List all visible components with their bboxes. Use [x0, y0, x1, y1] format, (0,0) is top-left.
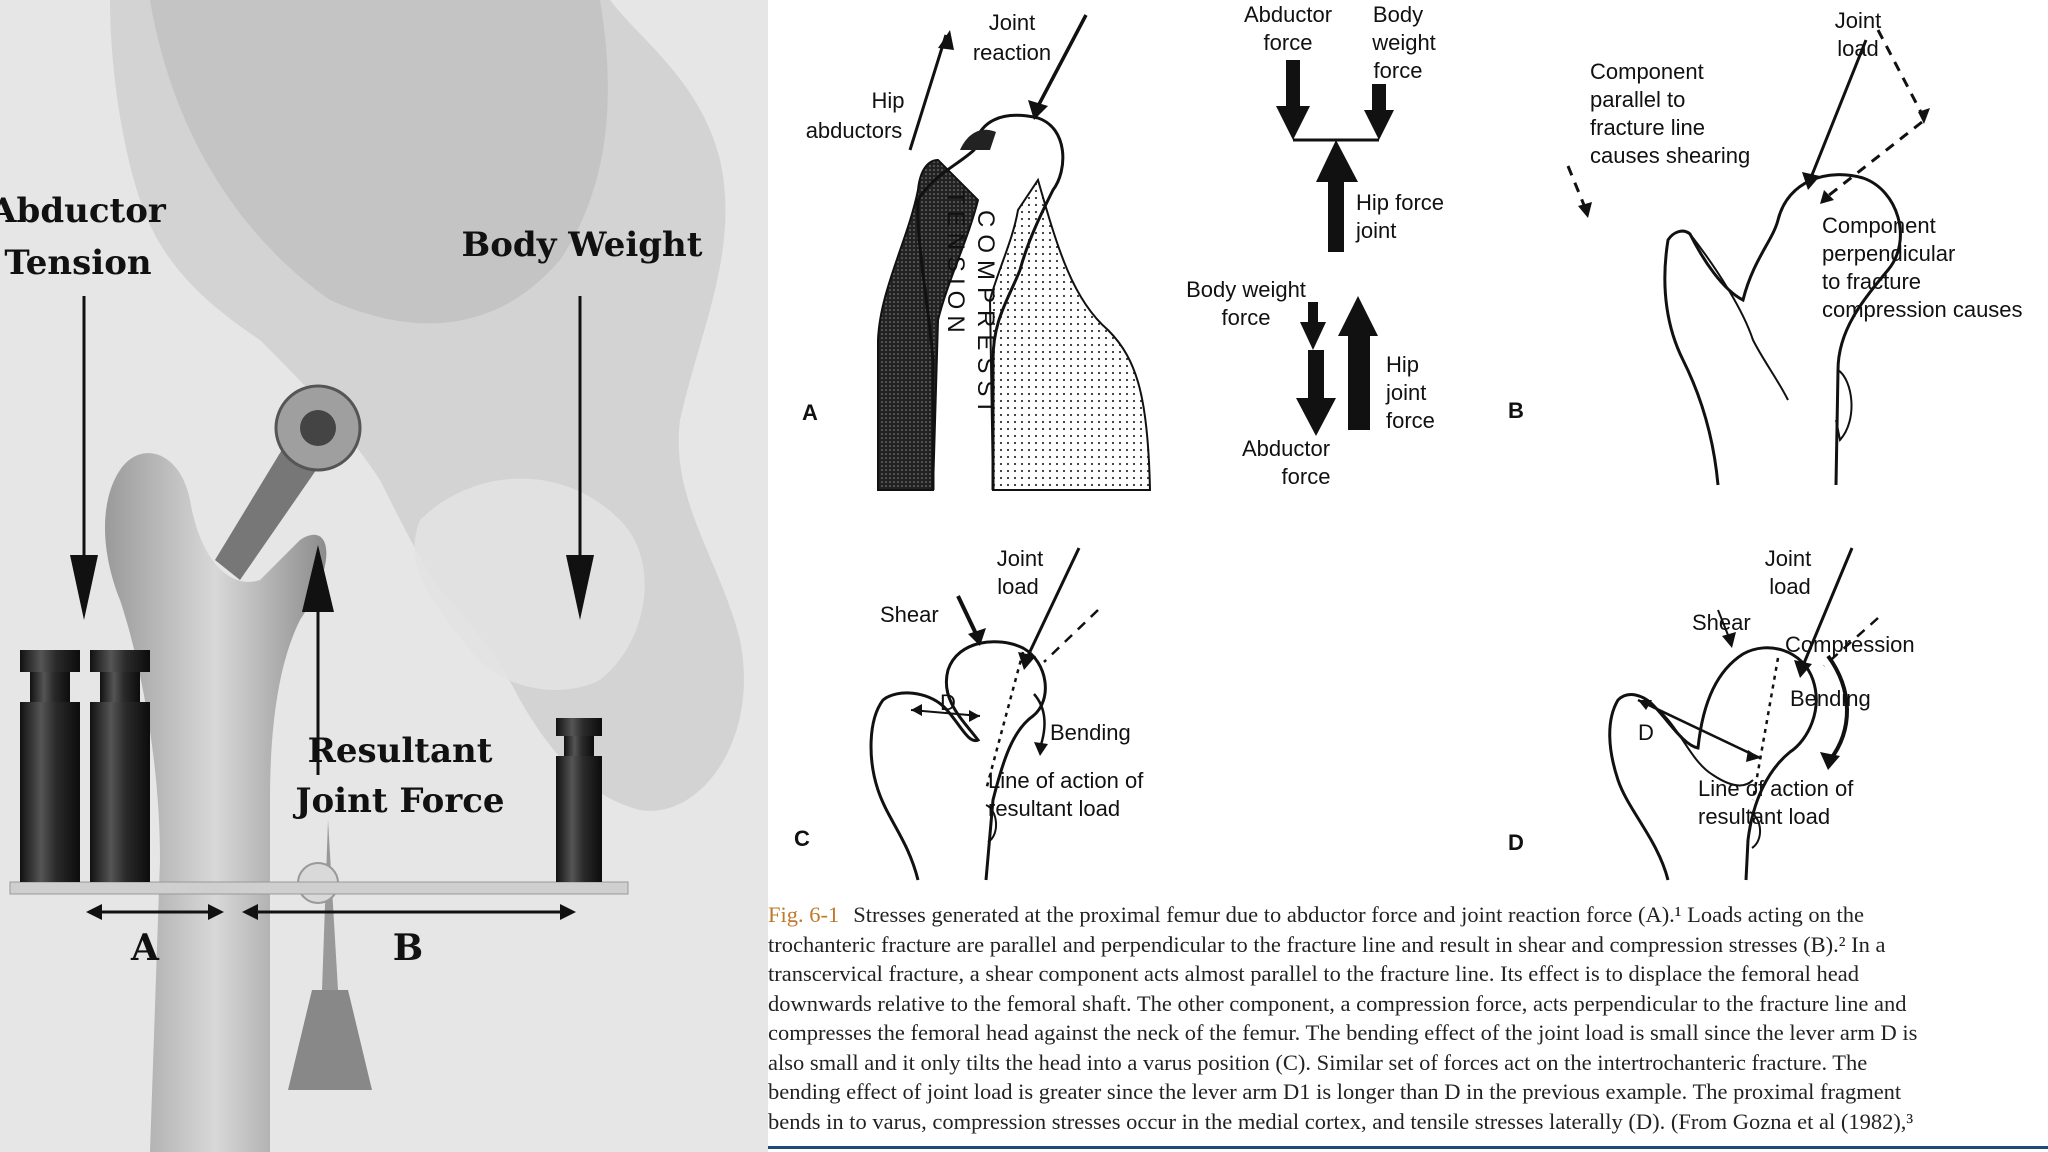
panel-d-joint-load-arrow	[1800, 547, 1854, 669]
figure-caption: Fig. 6-1 Stresses generated at the proxim…	[768, 900, 2048, 1150]
panel-c-bending-label: Bending	[1050, 720, 1131, 745]
abductor-force-2-label-1: Abductor	[1242, 436, 1330, 461]
abductor-force-2-label-2: force	[1282, 464, 1331, 489]
tension-text: TENSION	[942, 190, 969, 339]
body-weight-force-label-2: weight	[1371, 30, 1436, 55]
resultant-label-2: Joint Force	[292, 781, 504, 821]
hip-abductors-label-1: Hip	[871, 88, 904, 113]
panel-a-letter: A	[802, 400, 818, 425]
panel-b-joint-load-arrow	[1808, 39, 1868, 181]
lever-b-label: B	[393, 927, 423, 969]
panel-b-femur-outline	[1663, 173, 1902, 486]
panel-a-femur-outline	[916, 113, 1065, 490]
hip-joint-force-label-3: force	[1386, 408, 1435, 433]
hip-lever-diagram: Abductor Tension Body Weight Resultant J…	[0, 0, 768, 1152]
panel-b-joint-load-label-1: Joint	[1835, 8, 1881, 33]
caption-line-3: transcervical fracture, a shear componen…	[768, 961, 1859, 986]
body-weight-force-label-1: Body	[1373, 2, 1423, 27]
hip-joint-force-label-1: Hip	[1386, 352, 1419, 377]
panel-b: Joint load Component parallel to fractur…	[1508, 8, 2023, 486]
panel-c-line-of-action-label-1: Line of action of	[988, 768, 1144, 793]
caption-line-7: bending effect of joint load is greater …	[768, 1079, 1902, 1104]
panel-b-perpendicular-label-3: to fracture	[1822, 269, 1921, 294]
panel-c-line-of-action-label-2: resultant load	[988, 796, 1120, 821]
hip-force-joint-label-1: Hip force	[1356, 190, 1444, 215]
abductor-weights	[20, 650, 150, 882]
body-weight-force-label-3: force	[1374, 58, 1423, 83]
caption-line-1: Fig. 6-1 Stresses generated at the proxim…	[768, 900, 2048, 930]
caption-text-1: Stresses generated at the proximal femur…	[853, 902, 1865, 927]
hip-abductors-arrow	[908, 34, 948, 151]
femur-shape	[105, 453, 327, 1152]
panel-c-joint-load-arrow	[1024, 547, 1081, 661]
joint-reaction-arrow	[1034, 14, 1088, 111]
panel-b-perpendicular-label-1: Component	[1822, 213, 1936, 238]
panel-d-joint-load-label-2: load	[1769, 574, 1811, 599]
panel-d-letter: D	[1508, 830, 1524, 855]
figure-label: Fig. 6-1	[768, 902, 840, 927]
panel-b-parallel-label-3: fracture line	[1590, 115, 1705, 140]
joint-reaction-label-2: reaction	[973, 40, 1051, 65]
caption-rule	[768, 1146, 2048, 1149]
panel-d-joint-load-label-1: Joint	[1765, 546, 1811, 571]
caption-line-2: trochanteric fracture are parallel and p…	[768, 931, 1886, 957]
lever-a-label: A	[130, 927, 160, 969]
panel-d-compression-label: Compression	[1785, 632, 1915, 657]
panel-d-bending-label: Bending	[1790, 686, 1871, 711]
joint-reaction-label-1: Joint	[989, 10, 1035, 35]
panel-c: Joint load Shear D Bending Line of actio…	[794, 546, 1144, 881]
panel-d: Joint load Shear Compression Bending D L…	[1508, 546, 1915, 881]
fulcrum-base	[288, 990, 372, 1090]
panel-b-perpendicular-label-4: compression causes	[1822, 297, 2023, 322]
panel-d-line-of-action-label-2: resultant load	[1698, 804, 1830, 829]
body-weight-force-2-label-2: force	[1222, 305, 1271, 330]
caption-line-4: downwards relative to the femoral shaft.…	[768, 990, 1907, 1016]
compression-text: COMPRESSI	[972, 210, 999, 417]
panel-b-parallel-label-1: Component	[1590, 59, 1704, 84]
stress-diagrams-svg: Joint reaction Hip abductors TENSION COM…	[794, 2, 2023, 881]
panel-c-joint-load-label-1: Joint	[997, 546, 1043, 571]
caption-line-8: bends in to varus, compression stresses …	[768, 1108, 1914, 1134]
abductor-force-label-1: Abductor	[1244, 2, 1332, 27]
caption-line-6: also small and it only tilts the head in…	[768, 1049, 1868, 1075]
abductor-force-label-2: force	[1264, 30, 1313, 55]
panel-c-letter: C	[794, 826, 810, 851]
panel-a: Joint reaction Hip abductors TENSION COM…	[802, 10, 1152, 491]
body-weight-weight	[556, 718, 602, 882]
abductor-tension-label-2: Tension	[4, 243, 151, 283]
panel-b-joint-load-label-2: load	[1837, 36, 1879, 61]
body-weight-label: Body Weight	[462, 225, 703, 265]
panel-c-joint-load-label-2: load	[997, 574, 1039, 599]
panel-b-perpendicular-label-2: perpendicular	[1822, 241, 1955, 266]
hip-lever-svg: Abductor Tension Body Weight Resultant J…	[0, 0, 744, 1152]
panel-c-d-label: D	[940, 690, 956, 715]
panel-b-parallel-label-4: causes shearing	[1590, 143, 1750, 168]
hip-force-joint-label-2: joint	[1355, 218, 1396, 243]
panel-c-shear-label: Shear	[880, 602, 939, 627]
resultant-label-1: Resultant	[308, 731, 493, 771]
panel-b-letter: B	[1508, 398, 1524, 423]
force-diagram: Abductor force Body weight force Hip for…	[1186, 2, 1444, 489]
panel-c-femur-outline	[869, 640, 1047, 881]
panel-d-d-label: D	[1638, 720, 1654, 745]
hip-joint-force-label-2: joint	[1385, 380, 1426, 405]
body-weight-force-2-label-1: Body weight	[1186, 277, 1306, 302]
panel-d-femur-outline	[1608, 646, 1818, 881]
panel-d-line-of-action-label-1: Line of action of	[1698, 776, 1854, 801]
hip-abductors-label-2: abductors	[806, 118, 903, 143]
panel-a-compression-zone	[988, 177, 1152, 491]
panel-d-shear-label: Shear	[1692, 610, 1751, 635]
stress-diagrams: Joint reaction Hip abductors TENSION COM…	[768, 0, 2048, 1152]
lever-beam	[9, 881, 629, 895]
abductor-tension-label-1: Abductor	[0, 191, 167, 231]
panel-b-parallel-label-2: parallel to	[1590, 87, 1685, 112]
caption-line-5: compresses the femoral head against the …	[768, 1020, 1918, 1045]
